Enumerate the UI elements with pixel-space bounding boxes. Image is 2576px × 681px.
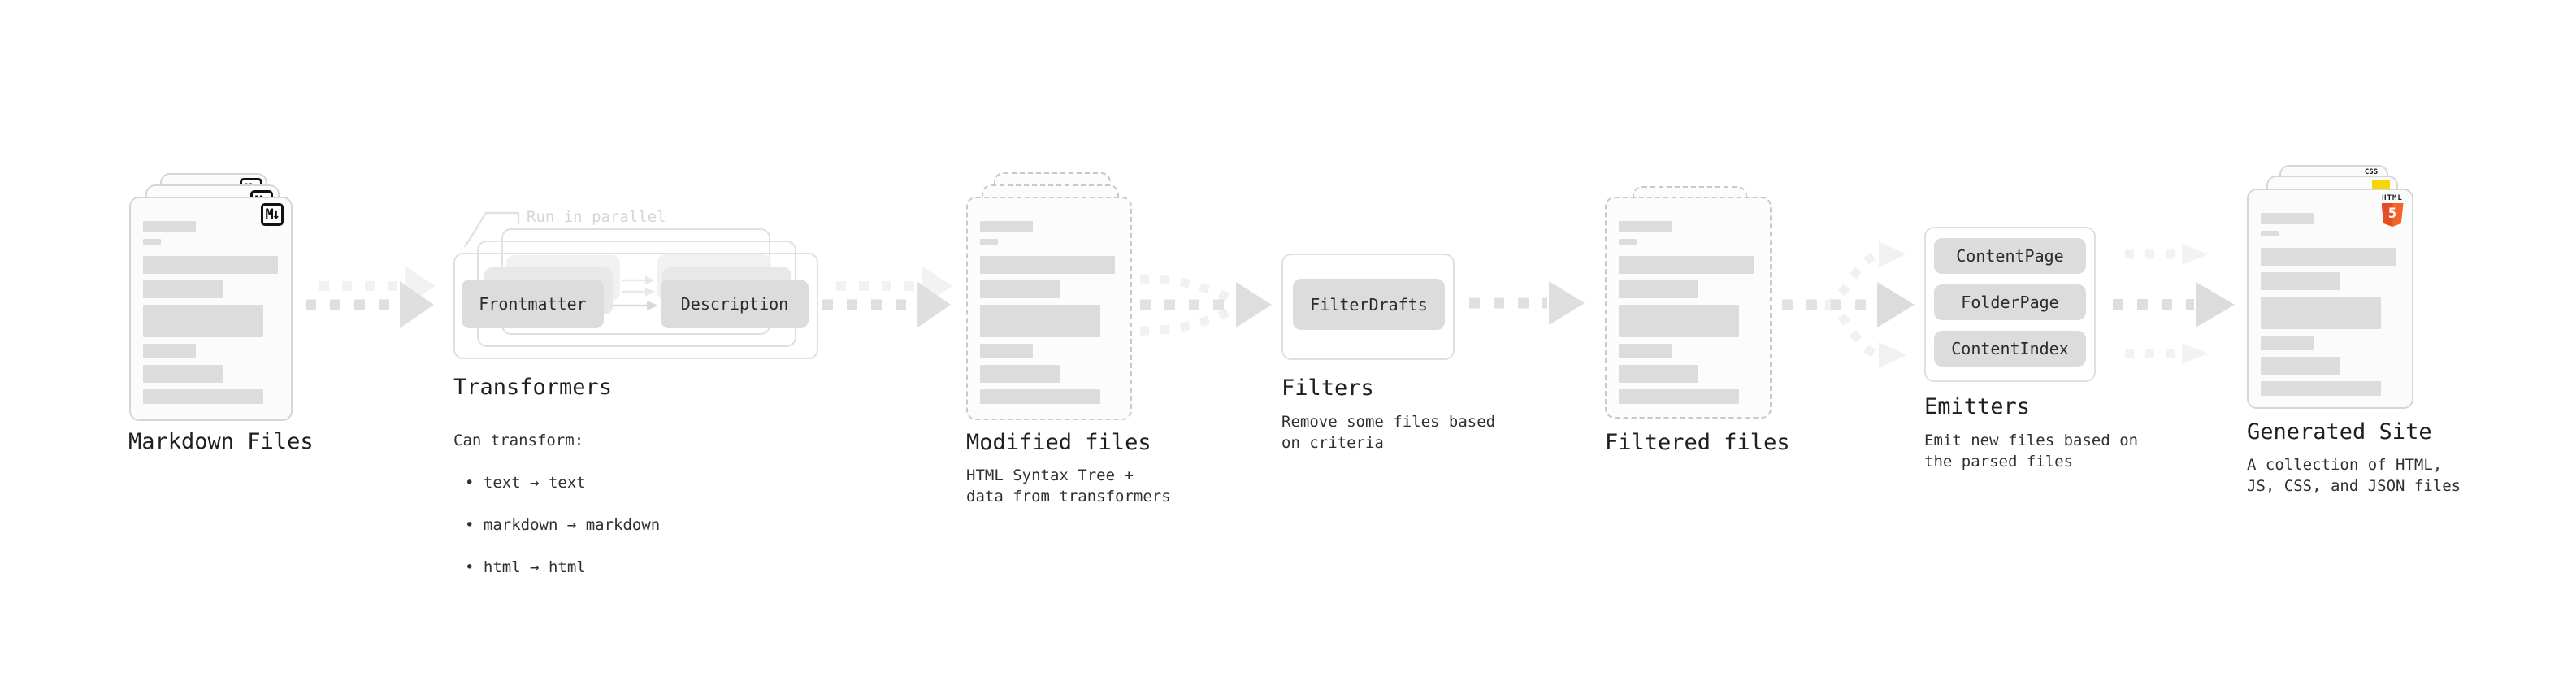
emitters-description: Emit new files based on the parsed files [1924,432,2139,471]
content-bar [143,221,196,232]
transform-bullet: • html → html [465,558,586,576]
contentindex-box: ContentIndex [1934,331,2086,367]
content-bar [980,344,1033,358]
content-bar [143,305,263,337]
content-bar [1619,221,1672,232]
content-bar [2261,381,2381,396]
folderpage-box: FolderPage [1934,284,2086,320]
markdown-file-card-front: M↓ [129,197,293,421]
markdown-files-label: Markdown Files [128,429,314,454]
filterdrafts-box: FilterDrafts [1293,279,1445,330]
filtered-file-card-front [1605,197,1772,419]
content-bar [1619,239,1637,245]
transform-bullet: • text → text [465,474,586,492]
content-bar [143,389,263,404]
generated-site-description: A collection of HTML, JS, CSS, and JSON … [2247,456,2461,495]
modified-files-label: Modified files [966,430,1151,455]
content-bar [980,280,1060,298]
flow-arrow-filtered-to-emitters-fanout [1782,241,1915,368]
content-bar [2261,272,2340,290]
content-bar [980,389,1100,404]
js-icon [2372,180,2390,191]
content-bar [1619,365,1698,383]
run-in-parallel-note: Run in parallel [527,208,666,226]
content-bar [2261,213,2314,224]
content-bar [1619,256,1754,274]
flow-arrows-emitters-to-generated [2113,244,2235,364]
can-transform-title: Can transform: [453,432,584,449]
transformers-label: Transformers [453,375,613,400]
emitters-label: Emitters [1924,394,2031,419]
document-content-bars [980,221,1115,404]
html5-icon: HTML 5 [2380,194,2405,227]
description-box: Description [661,280,809,328]
content-bar [1619,280,1698,298]
content-bar [143,280,223,298]
generated-html-file-card: HTML 5 [2247,189,2413,409]
content-bar [980,365,1060,383]
flow-arrow-markdown-to-transformers [306,266,436,328]
transformer-inner-arrows [612,275,658,310]
flow-arrow-modified-to-filters-merge [1139,274,1272,336]
document-content-bars [2261,213,2396,396]
document-content-bars [143,221,278,404]
content-bar [2261,248,2396,266]
content-bar [980,239,998,245]
content-bar [143,239,161,245]
content-bar [2261,231,2279,236]
content-bar [1619,389,1739,404]
html5-icon-shield: 5 [2381,203,2404,227]
run-in-parallel-leader-line [463,211,520,248]
content-bar [2261,297,2381,329]
markdown-icon: M↓ [260,203,284,226]
transform-bullet: • markdown → markdown [465,516,661,534]
content-bar [980,305,1100,337]
modified-file-card-front [966,197,1132,420]
generated-site-label: Generated Site [2247,419,2432,445]
content-bar [1619,305,1739,337]
transformer-group-outline-front [453,253,818,359]
content-bar [980,221,1033,232]
content-bar [2261,336,2314,350]
content-bar [2261,357,2340,375]
flow-arrow-filters-to-filtered [1469,281,1585,325]
content-bar [143,344,196,358]
content-bar [1619,344,1672,358]
content-bar [143,365,223,383]
filters-description: Remove some files based on criteria [1281,413,1496,452]
modified-files-description: HTML Syntax Tree + data from transformer… [966,466,1171,505]
transformers-description: Can transform: • text → text • markdown … [453,409,660,599]
frontmatter-box: Frontmatter [462,280,604,328]
contentpage-box: ContentPage [1934,238,2086,274]
content-bar [980,256,1115,274]
content-bar [143,256,278,274]
document-content-bars [1619,221,1754,404]
filtered-files-label: Filtered files [1605,430,1790,455]
filters-label: Filters [1281,375,1374,401]
flow-arrow-transformers-to-modified [822,266,952,328]
html5-icon-word: HTML [2382,194,2403,202]
